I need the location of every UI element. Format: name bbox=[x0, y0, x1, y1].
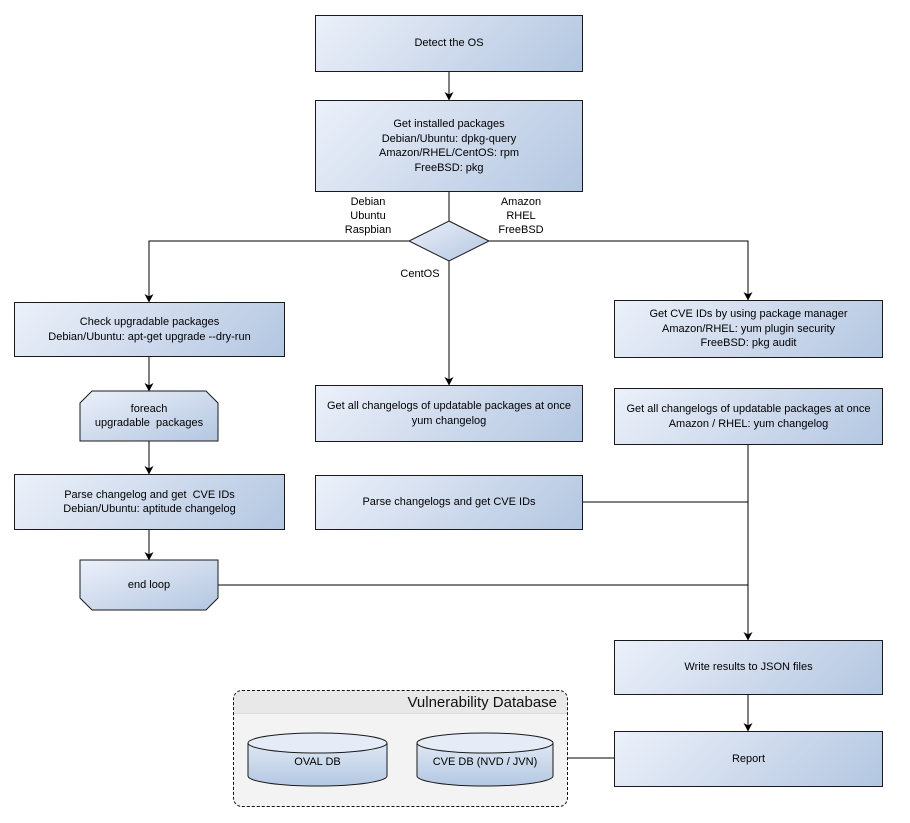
vulnerability-database-header: Vulnerability Database bbox=[234, 691, 567, 714]
node-get-changelogs-amazon-rhel: Get all changelogs of updatable packages… bbox=[614, 388, 883, 445]
node-report: Report bbox=[614, 731, 883, 787]
node-label: Get CVE IDs by using package manager Ama… bbox=[649, 308, 848, 350]
branch-label-amazon: Amazon RHEL FreeBSD bbox=[498, 196, 544, 236]
branch-label-debian: Debian Ubuntu Raspbian bbox=[344, 196, 392, 236]
vulnerability-database-title: Vulnerability Database bbox=[407, 693, 557, 711]
node-get-installed-packages: Get installed packages Debian/Ubuntu: dp… bbox=[315, 100, 583, 192]
node-label: Report bbox=[731, 752, 766, 765]
end-loop-shape bbox=[79, 559, 219, 611]
branch-label-centos: CentOS bbox=[400, 268, 440, 280]
node-write-results: Write results to JSON files bbox=[614, 640, 883, 695]
node-check-upgradable-packages: Check upgradable packages Debian/Ubuntu:… bbox=[14, 302, 285, 357]
node-label: Get all changelogs of updatable packages… bbox=[626, 403, 871, 430]
node-get-cve-ids-package-manager: Get CVE IDs by using package manager Ama… bbox=[614, 300, 883, 358]
node-get-changelogs-centos: Get all changelogs of updatable packages… bbox=[315, 385, 583, 442]
node-parse-changelog-left: Parse changelog and get CVE IDs Debian/U… bbox=[14, 474, 285, 530]
node-label: Parse changelog and get CVE IDs Debian/U… bbox=[63, 488, 236, 516]
node-label: Check upgradable packages Debian/Ubuntu:… bbox=[48, 316, 251, 343]
foreach-loop-shape bbox=[79, 390, 219, 442]
node-label: Parse changelogs and get CVE IDs bbox=[362, 496, 536, 509]
connector-decision-to-cve-pkg-mgr bbox=[489, 240, 753, 301]
node-detect-os: Detect the OS bbox=[315, 15, 583, 72]
node-label: Get installed packages Debian/Ubuntu: dp… bbox=[379, 118, 519, 174]
node-parse-changelogs-centos: Parse changelogs and get CVE IDs bbox=[315, 475, 583, 530]
vulnerability-database-container: Vulnerability Database bbox=[233, 690, 568, 807]
node-label: Detect the OS bbox=[414, 37, 484, 50]
os-decision-diamond bbox=[407, 220, 491, 262]
node-label: Write results to JSON files bbox=[684, 661, 813, 674]
node-label: Get all changelogs of updatable packages… bbox=[326, 400, 571, 427]
connector-decision-to-check-upgradable bbox=[144, 240, 409, 303]
